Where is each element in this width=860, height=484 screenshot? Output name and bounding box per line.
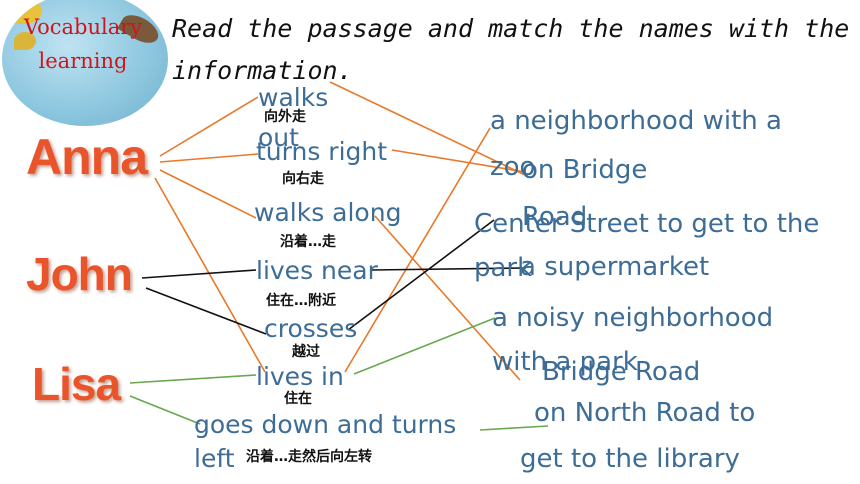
- line-lisa-goes-down: [129, 395, 201, 425]
- info-on-bridge: on Bridge: [522, 155, 648, 185]
- line-lives-in-noisy: [353, 317, 496, 375]
- leaf-decoration: [14, 32, 36, 50]
- info-noisy-neighborhood: a noisy neighborhood with a park: [492, 303, 774, 377]
- phrase-turns-right: turns right: [256, 137, 388, 166]
- line-walks-out-bridge: [329, 81, 526, 176]
- phrase-walks-out-cn: 向外走: [264, 109, 306, 125]
- phrase-lives-in-cn: 住在: [284, 391, 312, 407]
- line-anna-walks-along: [159, 169, 257, 219]
- phrase-goes-down-turns-left-cn: 沿着…走然后向左转: [246, 449, 372, 465]
- line-anna-turns-right: [159, 153, 259, 163]
- info-bridge-road: Bridge Road: [542, 357, 701, 387]
- line-goes-down-north-road: [479, 425, 549, 431]
- name-anna: Anna: [26, 129, 148, 185]
- info-road: Road: [522, 202, 588, 232]
- line-anna-walks-out: [159, 96, 259, 157]
- phrase-lives-near-cn: 住在…附近: [266, 293, 336, 309]
- phrase-walks-along-cn: 沿着…走: [280, 234, 336, 250]
- info-center-street: Center Street to get to the park: [474, 209, 820, 283]
- vocabulary-badge: [2, 0, 168, 126]
- badge-title: Vocabulary learning: [23, 15, 143, 73]
- line-anna-lives-in: [154, 177, 266, 373]
- instruction-text: Read the passage and match the names wit…: [172, 14, 850, 85]
- leaf-decoration: [8, 0, 42, 24]
- line-lisa-lives-in: [129, 374, 257, 384]
- phrase-crosses-cn: 越过: [292, 344, 320, 360]
- name-lisa: Lisa: [32, 358, 121, 410]
- info-library: get to the library: [520, 444, 740, 474]
- name-john: John: [26, 248, 133, 300]
- phrase-turns-right-cn: 向右走: [282, 171, 324, 187]
- phrase-lives-near: lives near: [256, 256, 378, 285]
- line-walks-along-bridge-road: [374, 215, 521, 381]
- line-john-crosses: [145, 287, 267, 335]
- line-lives-near-supermarket: [371, 267, 527, 271]
- line-john-lives-near: [141, 269, 257, 279]
- phrase-goes-down-turns-left: goes down and turns left: [194, 410, 457, 473]
- line-lives-in-zoo: [344, 127, 491, 373]
- line-crosses-center-street: [347, 219, 495, 331]
- info-supermarket: a supermarket: [520, 252, 710, 282]
- info-north-road: on North Road to: [534, 398, 756, 428]
- phrase-lives-in: lives in: [256, 362, 344, 391]
- phrase-crosses: crosses: [264, 314, 358, 343]
- phrase-walks-along: walks along: [254, 198, 402, 227]
- info-zoo-neighborhood: a neighborhood with a zoo: [490, 106, 782, 182]
- line-turns-right-bridge: [391, 149, 526, 173]
- phrase-walks-out: walks out: [258, 83, 329, 152]
